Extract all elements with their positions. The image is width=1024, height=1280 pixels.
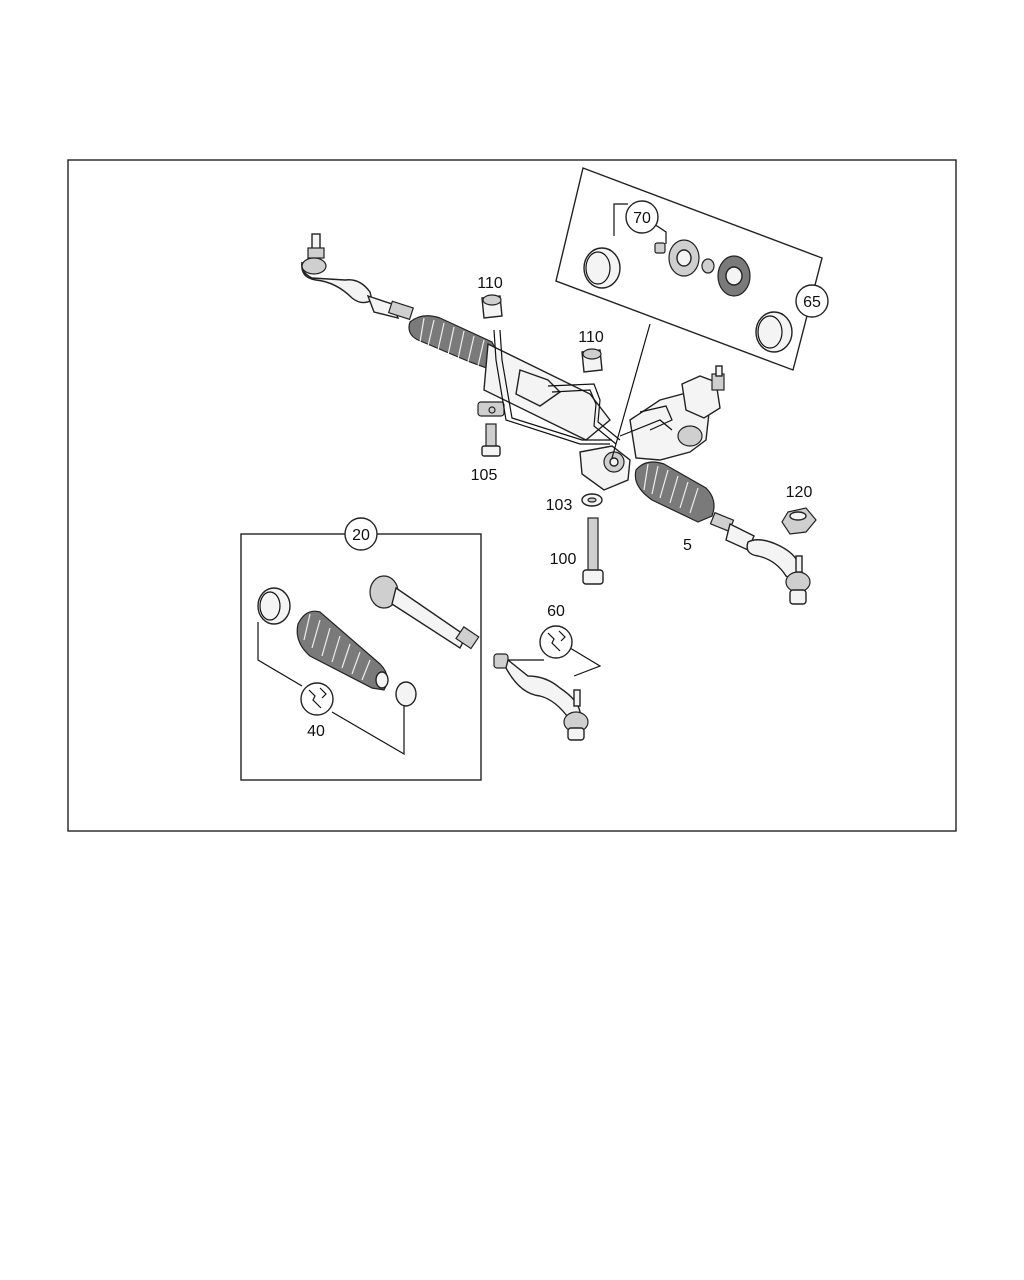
callout-70: 70 — [625, 200, 659, 234]
wrench-icon — [547, 630, 566, 652]
callout-70-leader — [613, 203, 667, 244]
outer-tie-rod-end[interactable] — [493, 647, 602, 741]
callout-20: 20 — [344, 517, 378, 551]
left-tie-rod-end — [301, 233, 415, 321]
seal-kit-leader — [611, 323, 651, 459]
nut-110-lower[interactable] — [581, 348, 603, 373]
rack-center-mount — [579, 445, 631, 491]
svg-text:70: 70 — [633, 210, 651, 227]
tie-rod-kit-group[interactable] — [240, 533, 482, 781]
callout-120: 120 — [786, 484, 813, 501]
svg-text:65: 65 — [803, 294, 821, 311]
washer-103[interactable] — [581, 493, 603, 507]
kit-rack-boot — [296, 610, 389, 691]
callout-105: 105 — [471, 467, 498, 484]
nut-120[interactable] — [781, 507, 817, 535]
seal-ring-left — [583, 247, 621, 289]
rack-tube — [477, 329, 621, 445]
diagram-frame — [67, 159, 957, 832]
callout-60-wrench: 60 — [539, 603, 573, 659]
bolt-105[interactable] — [481, 423, 501, 457]
callout-65: 65 — [795, 284, 829, 318]
callout-40-wrench: 40 — [300, 682, 334, 740]
kit-40-leader — [257, 622, 405, 756]
svg-text:20: 20 — [352, 527, 370, 544]
nut-110-upper[interactable] — [481, 294, 503, 319]
bearing-seal-2 — [717, 255, 751, 297]
left-rack-boot — [408, 315, 497, 371]
right-rack-boot — [634, 461, 715, 523]
callout-60-leader — [508, 647, 602, 677]
callout-60: 60 — [547, 603, 565, 620]
callout-40: 40 — [307, 723, 325, 740]
bearing-seal-1 — [668, 239, 700, 277]
kit-clamp-ring-small — [395, 681, 417, 707]
steering-rack-assembly[interactable] — [301, 233, 811, 605]
callout-110-upper: 110 — [477, 275, 503, 292]
seal-ring-right — [755, 311, 793, 353]
right-tie-rod-end — [709, 511, 811, 605]
wrench-icon — [308, 687, 327, 709]
bolt-100[interactable] — [582, 517, 604, 585]
spacer — [701, 258, 715, 274]
steering-valve-housing — [619, 365, 725, 461]
callout-110-lower: 110 — [578, 329, 604, 346]
kit-clamp-ring-large — [257, 587, 291, 625]
seal-kit-group[interactable] — [555, 167, 823, 459]
kit-inner-tie-rod — [369, 575, 480, 650]
callout-5: 5 — [683, 537, 692, 554]
seal-kit-frame — [555, 167, 823, 371]
small-seal — [654, 242, 666, 254]
callout-100: 100 — [550, 551, 577, 568]
callout-103: 103 — [546, 497, 573, 514]
